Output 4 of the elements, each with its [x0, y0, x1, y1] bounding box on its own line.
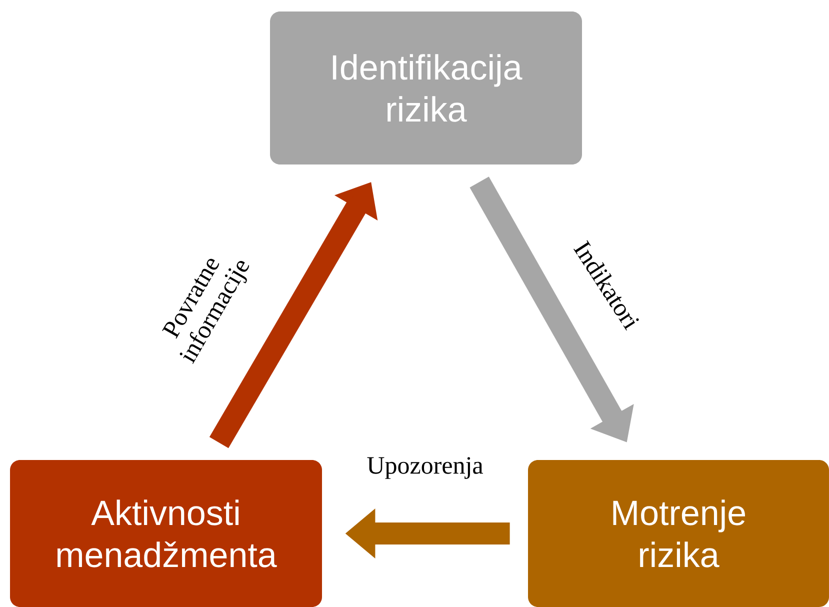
process-box: Aktivnosti menadžmenta	[10, 460, 322, 607]
edge-label: Upozorenja	[367, 457, 483, 479]
process-box: Identifikacija rizika	[270, 12, 582, 164]
process-box: Motrenje rizika	[528, 460, 829, 607]
